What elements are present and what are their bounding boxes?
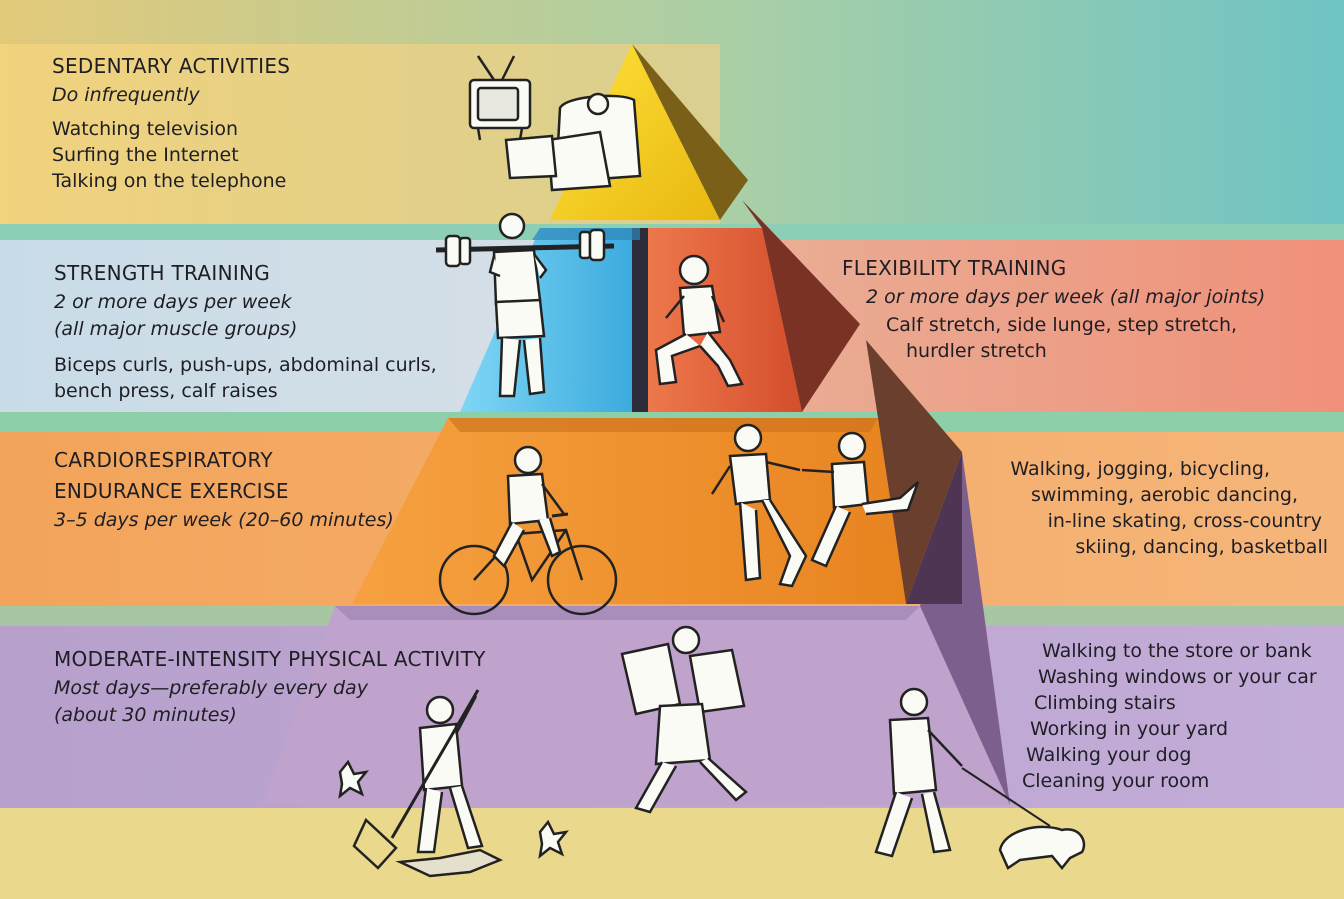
flexibility-examples: Calf stretch, side lunge, step stretch, … xyxy=(886,312,1237,364)
moderate-frequency-line2: (about 30 minutes) xyxy=(54,704,237,726)
cardio-example: swimming, aerobic dancing, xyxy=(1031,484,1298,506)
person-carrying-groceries-illustration xyxy=(620,625,748,814)
person-raking-leaves-illustration xyxy=(338,689,570,878)
cardio-example: skiing, dancing, basketball xyxy=(1075,536,1328,558)
flexibility-example: Calf stretch, side lunge, step stretch, xyxy=(886,314,1238,336)
person-walking-dog-illustration xyxy=(874,687,1086,870)
person-lifting-barbell-illustration xyxy=(435,212,615,398)
cardio-frequency: 3–5 days per week (20–60 minutes) xyxy=(54,509,394,531)
sedentary-example: Watching television xyxy=(52,118,239,140)
sedentary-examples: Watching television Surfing the Internet… xyxy=(52,116,286,194)
flexibility-example: hurdler stretch xyxy=(906,340,1047,362)
moderate-title: MODERATE-INTENSITY PHYSICAL ACTIVITY xyxy=(54,647,486,671)
person-riding-bicycle-illustration xyxy=(438,445,618,616)
moderate-example: Walking your dog xyxy=(1026,744,1192,766)
strength-example: Biceps curls, push-ups, abdominal curls, xyxy=(54,354,437,376)
strength-frequency-line1: 2 or more days per week xyxy=(54,291,292,313)
moderate-example: Washing windows or your car xyxy=(1038,666,1317,688)
moderate-example: Walking to the store or bank xyxy=(1042,640,1312,662)
strength-examples: Biceps curls, push-ups, abdominal curls,… xyxy=(54,352,437,404)
cardio-examples: Walking, jogging, bicycling, swimming, a… xyxy=(1010,456,1328,560)
cardio-example: Walking, jogging, bicycling, xyxy=(1010,458,1270,480)
cardio-title-line1: CARDIORESPIRATORY xyxy=(54,448,273,472)
moderate-frequency-line1: Most days—preferably every day xyxy=(54,677,368,699)
sedentary-example: Talking on the telephone xyxy=(52,170,287,192)
cardio-title-line2: ENDURANCE EXERCISE xyxy=(54,479,289,503)
sedentary-title: SEDENTARY ACTIVITIES xyxy=(52,54,291,78)
strength-title: STRENGTH TRAINING xyxy=(54,261,271,285)
sedentary-frequency: Do infrequently xyxy=(52,84,200,106)
strength-frequency-line2: (all major muscle groups) xyxy=(54,318,298,340)
strength-example: bench press, calf raises xyxy=(54,380,278,402)
flexibility-title: FLEXIBILITY TRAINING xyxy=(842,256,1067,280)
flexibility-frequency: 2 or more days per week (all major joint… xyxy=(866,286,1266,308)
person-doing-lunge-illustration xyxy=(654,254,744,388)
moderate-example: Cleaning your room xyxy=(1022,770,1210,792)
moderate-example: Climbing stairs xyxy=(1034,692,1176,714)
moderate-examples: Walking to the store or bank Washing win… xyxy=(1022,638,1317,794)
person-in-armchair-watching-tv-illustration xyxy=(468,55,642,192)
moderate-example: Working in your yard xyxy=(1030,718,1229,740)
cardio-example: in-line skating, cross-country xyxy=(1047,510,1322,532)
sedentary-example: Surfing the Internet xyxy=(52,144,239,166)
couple-dancing-illustration xyxy=(710,423,920,588)
